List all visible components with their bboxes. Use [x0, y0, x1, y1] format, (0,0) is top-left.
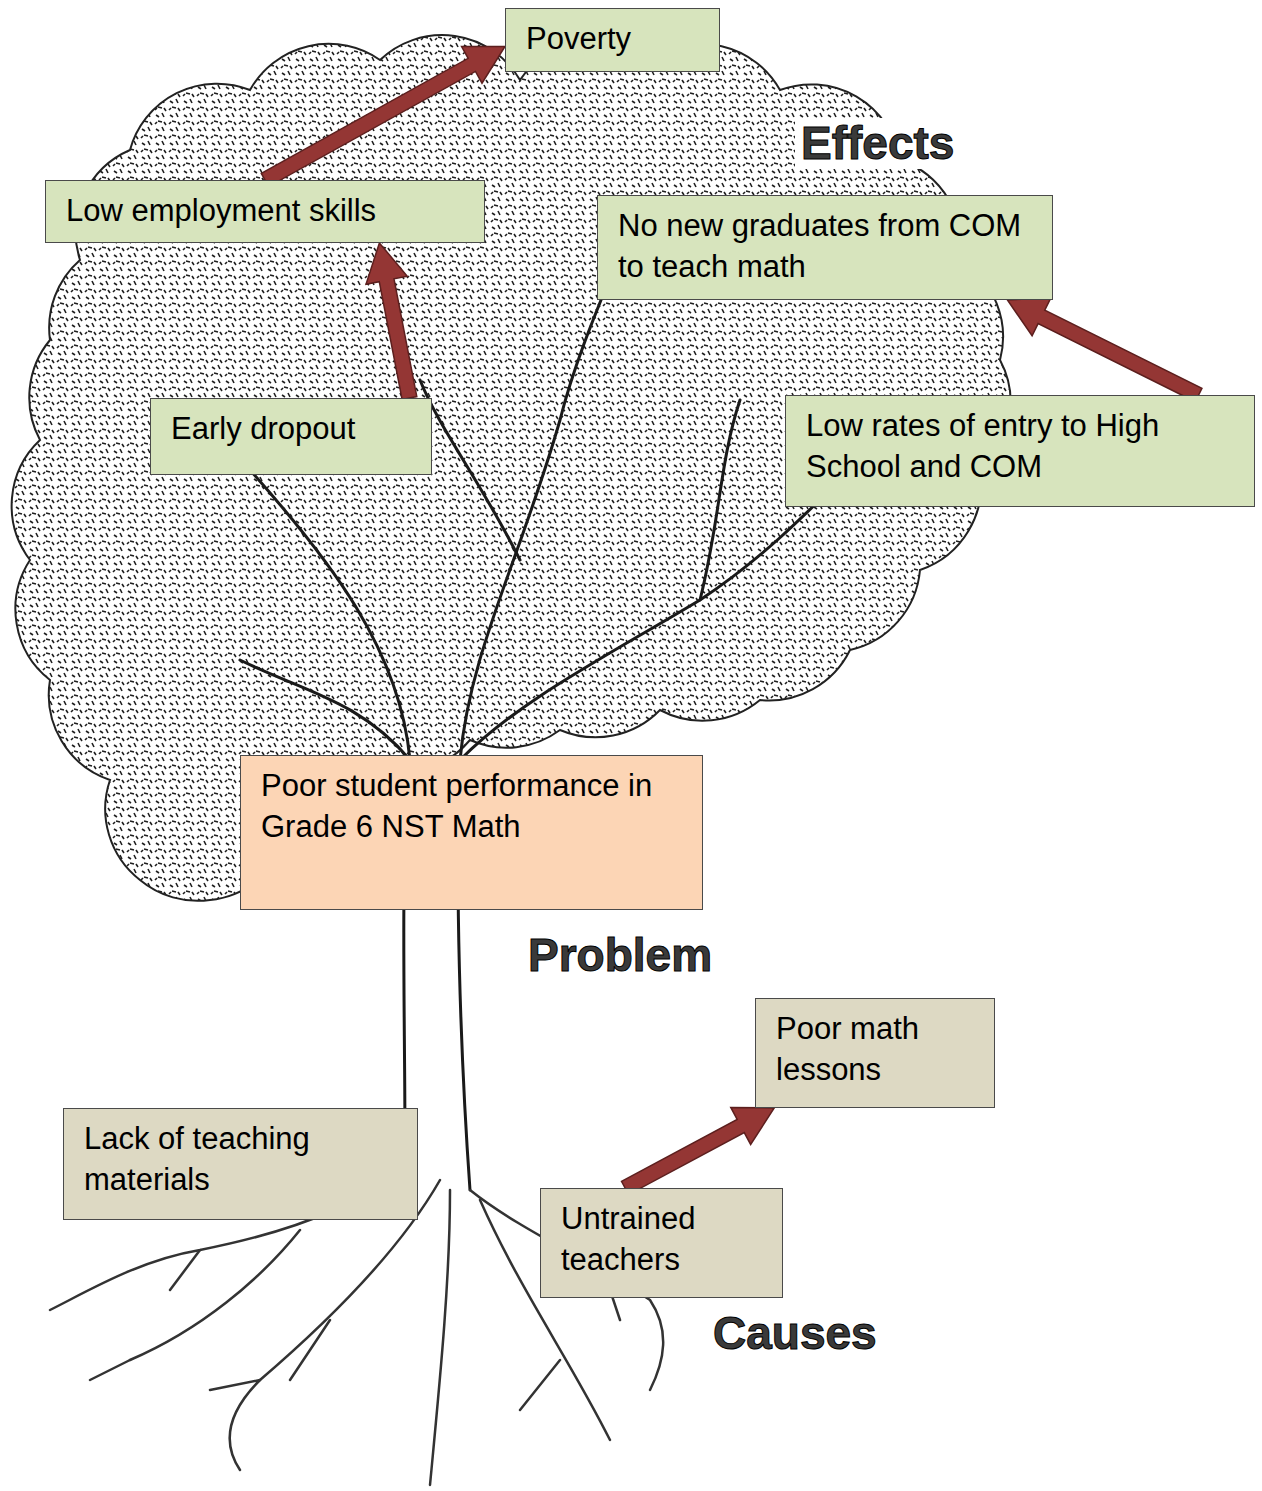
box-text: Early dropout — [171, 409, 413, 450]
box-text: Untrained teachers — [561, 1199, 764, 1281]
block-arrow — [261, 46, 505, 186]
problem-box: Poor student performance in Grade 6 NST … — [240, 755, 703, 910]
effect-box: Low rates of entry to High School and CO… — [785, 395, 1255, 507]
effect-box: Low employment skills — [45, 180, 485, 243]
effect-box: Early dropout — [150, 398, 432, 475]
section-label: Causes — [707, 1308, 883, 1359]
box-text: Low rates of entry to High School and CO… — [806, 406, 1236, 488]
block-arrow — [1007, 298, 1202, 402]
box-text: Lack of teaching materials — [84, 1119, 399, 1201]
box-text: Poverty — [526, 19, 701, 60]
box-text: No new graduates from COM to teach math — [618, 206, 1034, 288]
box-text: Poor math lessons — [776, 1009, 976, 1091]
block-arrow — [622, 1107, 775, 1194]
cause-box: Poor math lessons — [755, 998, 995, 1108]
block-arrow — [366, 243, 417, 400]
cause-box: Untrained teachers — [540, 1188, 783, 1298]
box-text: Low employment skills — [66, 191, 466, 232]
cause-box: Lack of teaching materials — [63, 1108, 418, 1220]
effect-box: Poverty — [505, 8, 720, 72]
section-label: Effects — [795, 118, 960, 169]
effect-box: No new graduates from COM to teach math — [597, 195, 1053, 300]
section-label: Problem — [522, 930, 718, 981]
box-text: Poor student performance in Grade 6 NST … — [261, 766, 684, 848]
